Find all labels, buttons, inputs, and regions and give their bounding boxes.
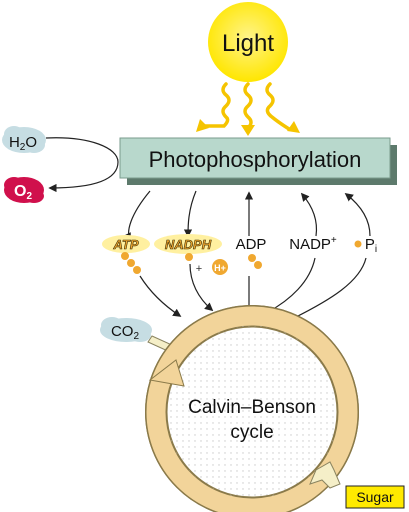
arrow-cycle-to-nadp (267, 257, 316, 313)
atp-label: ATP (112, 237, 138, 252)
light-ray-middle (243, 82, 253, 130)
light-ray-middle-head (241, 125, 255, 136)
co2-molecule: CO2 (100, 317, 152, 342)
sugar-label: Sugar (356, 489, 394, 505)
light-label: Light (222, 30, 274, 57)
pi-sub: i (375, 244, 377, 255)
light-rays (201, 82, 291, 131)
cycle-label-line2: cycle (230, 422, 273, 443)
oxygen-molecule: O2 (4, 177, 44, 203)
atp-molecule: ATP (102, 235, 150, 274)
adp-molecule: ADP (236, 236, 267, 269)
arrow-pi-to-box (344, 192, 371, 237)
nadp-base: NADP (289, 236, 331, 253)
svg-text:NADP+: NADP+ (289, 235, 337, 253)
light-ray-left-head (196, 119, 209, 132)
light-ray-right-head (287, 121, 300, 133)
water-base: H (9, 134, 20, 151)
nadph-label: NADPH (165, 237, 212, 252)
pi-base: P (365, 236, 375, 253)
svg-text:H2O: H2O (9, 134, 37, 153)
h-plus-label: H+ (214, 263, 226, 273)
phosphate-molecule: Pi (354, 236, 377, 255)
water-molecule: H2O (2, 126, 46, 153)
water-tail: O (25, 134, 37, 151)
arrow-nadp-to-box (300, 192, 318, 237)
oxygen-sub: 2 (26, 191, 32, 202)
sugar-exit-arrow (309, 461, 341, 489)
sugar-product: Sugar (345, 485, 405, 509)
arrow-cycle-to-pi (293, 257, 367, 319)
calvin-benson-cycle: Calvin–Benson cycle (145, 305, 359, 512)
co2-sub: 2 (133, 331, 139, 342)
arrow-atp-to-cycle (139, 275, 182, 317)
light-ray-right (265, 82, 291, 131)
light-sun: Light (208, 2, 288, 82)
photophosphorylation-label: Photophosphorylation (149, 147, 362, 172)
svg-text:Pi: Pi (365, 236, 377, 255)
cycle-arrowhead (148, 359, 185, 387)
oxygen-base: O (14, 183, 26, 200)
svg-text:CO2: CO2 (111, 323, 140, 342)
plus-sign: + (196, 263, 202, 275)
light-ray-left (201, 82, 231, 128)
nadph-molecule: NADPH + H+ (154, 234, 228, 275)
water-sub: 2 (20, 142, 26, 153)
cycle-label-line1: Calvin–Benson (188, 397, 316, 418)
arrow-box-to-atp (123, 190, 151, 242)
arrow-box-to-nadph (183, 190, 197, 238)
photophosphorylation-box: Photophosphorylation (119, 137, 397, 185)
co2-base: CO (111, 323, 134, 340)
svg-text:O2: O2 (14, 183, 32, 202)
water-to-oxygen-arrow (45, 137, 119, 193)
nadp-molecule: NADP+ (289, 235, 337, 253)
nadp-sup: + (331, 235, 337, 246)
arrow-nadph-to-cycle (189, 263, 214, 312)
adp-label: ADP (236, 236, 267, 253)
